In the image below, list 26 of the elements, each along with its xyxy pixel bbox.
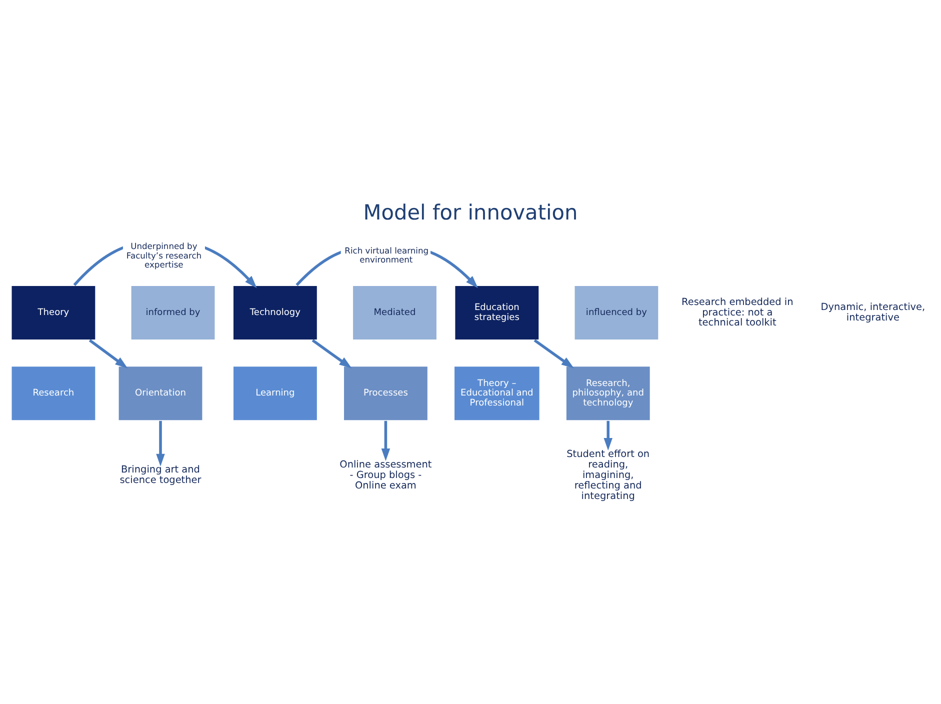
- node-box: Learning: [232, 365, 318, 422]
- node-box: influenced by: [573, 284, 660, 341]
- node-box: Theory – Educational and Professional: [453, 365, 541, 422]
- node-box: Research: [10, 365, 97, 422]
- diagram-title: Model for innovation: [363, 200, 578, 224]
- node-box: informed by: [130, 284, 216, 341]
- node-box: Research, philosophy, and technology: [565, 365, 652, 422]
- label: Dynamic, interactive, integrative: [820, 302, 926, 324]
- node-text: Bringing art and science together: [120, 464, 202, 486]
- arrow: [312, 339, 352, 368]
- arrow: [381, 420, 390, 462]
- node-box: Theory: [10, 284, 97, 341]
- node-box: Processes: [342, 365, 429, 422]
- node-box: Technology: [232, 284, 318, 341]
- edge-label: Rich virtual learning environment: [344, 245, 429, 264]
- arrow: [88, 339, 128, 368]
- node-text: Online assessment - Group blogs - Online exam: [340, 460, 432, 492]
- arrow: [534, 339, 574, 368]
- label: Research embedded in practice: not a technical toolkit: [682, 296, 794, 329]
- arrow: [156, 420, 165, 466]
- edge-label: Underpinned by Faculty’s research expertise: [126, 241, 202, 270]
- node-text: Student effort on reading, imagining, reflecting and integrating: [566, 449, 650, 502]
- node-box: Orientation: [117, 365, 204, 422]
- arrow: [604, 420, 613, 450]
- node-box: Mediated: [352, 284, 438, 341]
- node-box: Education strategies: [454, 284, 540, 341]
